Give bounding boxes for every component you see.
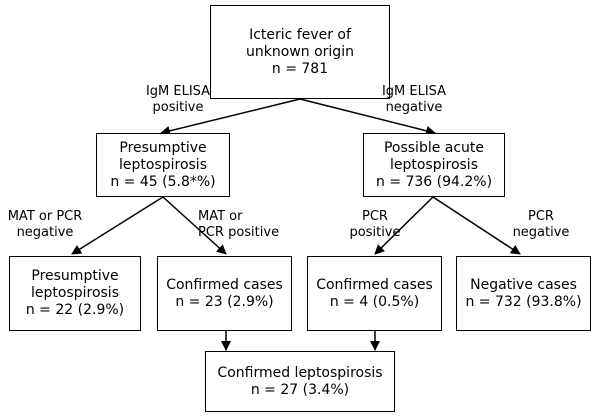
node-confirmed-b: Confirmed cases n = 4 (0.5%)	[307, 256, 442, 331]
arrow-presumptive-to-presumptive-final	[71, 196, 164, 255]
arrow-possible-to-confirmed-b	[374, 196, 434, 255]
node-possible: Possible acute leptospirosis n = 736 (94…	[363, 133, 505, 197]
node-confirmed-a: Confirmed cases n = 23 (2.9%)	[157, 256, 292, 331]
node-presumptive: Presumptive leptospirosis n = 45 (5.8*%)	[96, 133, 230, 197]
label-pcr-negative: PCR negative	[512, 209, 570, 240]
label-igm-negative: IgM ELISA negative	[381, 84, 447, 115]
label-pcr-positive: PCR positive	[349, 209, 401, 240]
label-igm-positive: IgM ELISA positive	[145, 84, 211, 115]
arrow-root-to-possible	[299, 98, 436, 136]
arrow-presumptive-to-confirmed-a	[162, 196, 227, 255]
node-root: Icteric fever of unknown origin n = 781	[210, 5, 390, 99]
arrow-root-to-presumptive	[160, 98, 301, 136]
arrow-possible-to-negative	[432, 196, 521, 255]
label-mat-pcr-negative: MAT or PCR negative	[7, 209, 83, 240]
node-negative: Negative cases n = 732 (93.8%)	[456, 256, 591, 331]
node-confirmed-total: Confirmed leptospirosis n = 27 (3.4%)	[205, 351, 395, 412]
label-mat-pcr-positive: MAT or PCR positive	[198, 209, 280, 240]
node-presumptive-final: Presumptive leptospirosis n = 22 (2.9%)	[9, 256, 141, 331]
